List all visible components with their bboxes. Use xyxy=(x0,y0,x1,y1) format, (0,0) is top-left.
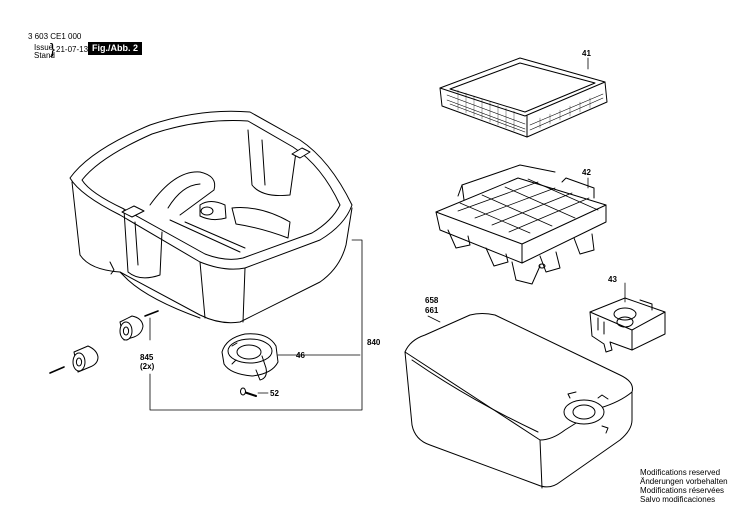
footer-line-2: Änderungen vorbehalten xyxy=(640,477,728,486)
cover-part-46 xyxy=(221,333,279,381)
wheel-part-845 xyxy=(49,310,159,374)
footer-line-3: Modifications réservées xyxy=(640,486,725,495)
callout-46: 46 xyxy=(296,351,305,360)
callout-41: 41 xyxy=(582,49,591,58)
document-number: 3 603 CE1 000 xyxy=(28,32,82,41)
issue-date: 21-07-13 xyxy=(56,45,89,54)
callout-658: 658 xyxy=(425,296,439,305)
callout-845: 845 xyxy=(140,353,154,362)
bracket-part-43 xyxy=(589,297,666,353)
filter-part-41 xyxy=(439,57,608,138)
leader-lines xyxy=(149,57,626,411)
bag-part-658-661 xyxy=(404,313,633,489)
footer-line-1: Modifications reserved xyxy=(640,468,721,477)
callout-43: 43 xyxy=(608,275,617,284)
callout-661: 661 xyxy=(425,306,439,315)
footer-line-4: Salvo modificaciones xyxy=(640,495,716,504)
callout-840: 840 xyxy=(367,338,381,347)
figure-label: Fig./Abb. 2 xyxy=(88,42,142,55)
issue-label: Issue xyxy=(34,43,54,52)
callout-42: 42 xyxy=(582,168,591,177)
container-part xyxy=(69,110,353,324)
callout-52: 52 xyxy=(270,389,279,398)
brace-glyph: } xyxy=(50,41,56,58)
stand-label: Stand xyxy=(34,51,55,60)
screw-part-52 xyxy=(240,387,257,397)
filter-holder-part-42 xyxy=(435,164,607,285)
callout-845-quantity: (2x) xyxy=(140,362,155,371)
